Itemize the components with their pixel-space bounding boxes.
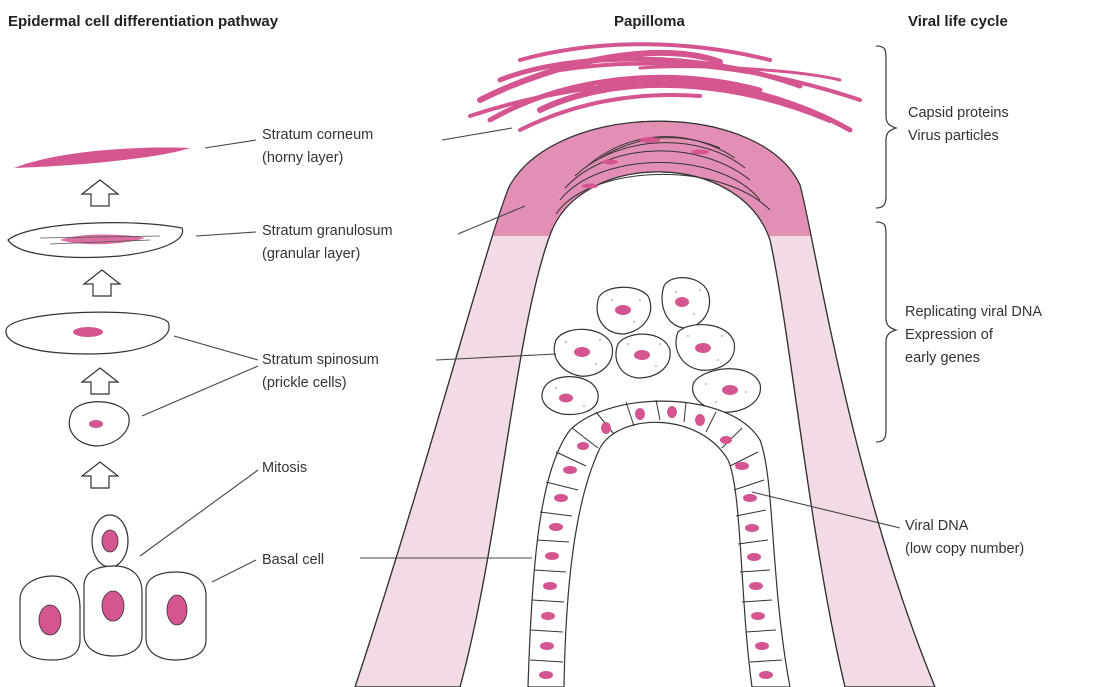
granular-band xyxy=(380,100,940,236)
label-stratum-granulosum: Stratum granulosum xyxy=(262,223,393,239)
label-stratum-corneum: Stratum corneum xyxy=(262,127,373,143)
label-viral-dna: Viral DNA xyxy=(905,518,969,534)
up-arrow-icon xyxy=(82,368,118,394)
label-replicating-viral-dna: Replicating viral DNA xyxy=(905,304,1042,320)
spinous-cell xyxy=(542,377,598,415)
label-expression-of: Expression of xyxy=(905,327,994,343)
basal-layer xyxy=(528,400,790,687)
heading-viral-life-cycle: Viral life cycle xyxy=(908,13,1008,30)
spinous-cell xyxy=(554,329,612,376)
brace-early xyxy=(876,222,896,442)
up-arrow-icon xyxy=(82,180,118,206)
label-granular-layer: (granular layer) xyxy=(262,246,360,262)
spinous-cell xyxy=(616,334,670,378)
keratin-rays xyxy=(470,44,860,130)
spinous-cell xyxy=(676,325,734,371)
corneum-flake xyxy=(14,148,190,168)
mitosis-cell xyxy=(92,515,128,567)
spinous-cell xyxy=(662,278,710,328)
label-prickle-cells: (prickle cells) xyxy=(262,375,347,391)
spinous-cell xyxy=(597,287,651,334)
label-capsid-proteins: Capsid proteins xyxy=(908,105,1009,121)
heading-papilloma: Papilloma xyxy=(614,13,686,30)
spinous-cell-small xyxy=(69,402,129,446)
label-stratum-spinosum: Stratum spinosum xyxy=(262,352,379,368)
label-horny-layer: (horny layer) xyxy=(262,150,343,166)
basal-cell-center xyxy=(84,566,142,656)
label-early-genes: early genes xyxy=(905,350,980,366)
label-virus-particles: Virus particles xyxy=(908,128,999,144)
label-low-copy-number: (low copy number) xyxy=(905,541,1024,557)
basal-cell-right xyxy=(146,572,206,660)
up-arrow-icon xyxy=(82,462,118,488)
brace-late xyxy=(876,46,896,208)
label-basal-cell: Basal cell xyxy=(262,552,324,568)
spinous-cell-flat xyxy=(6,312,169,354)
up-arrow-icon xyxy=(84,270,120,296)
spinous-cluster xyxy=(542,278,760,415)
heading-differentiation-pathway: Epidermal cell differentiation pathway xyxy=(8,13,279,30)
basal-cell-left xyxy=(20,576,80,660)
granular-cell xyxy=(8,223,183,258)
label-mitosis: Mitosis xyxy=(262,460,307,476)
